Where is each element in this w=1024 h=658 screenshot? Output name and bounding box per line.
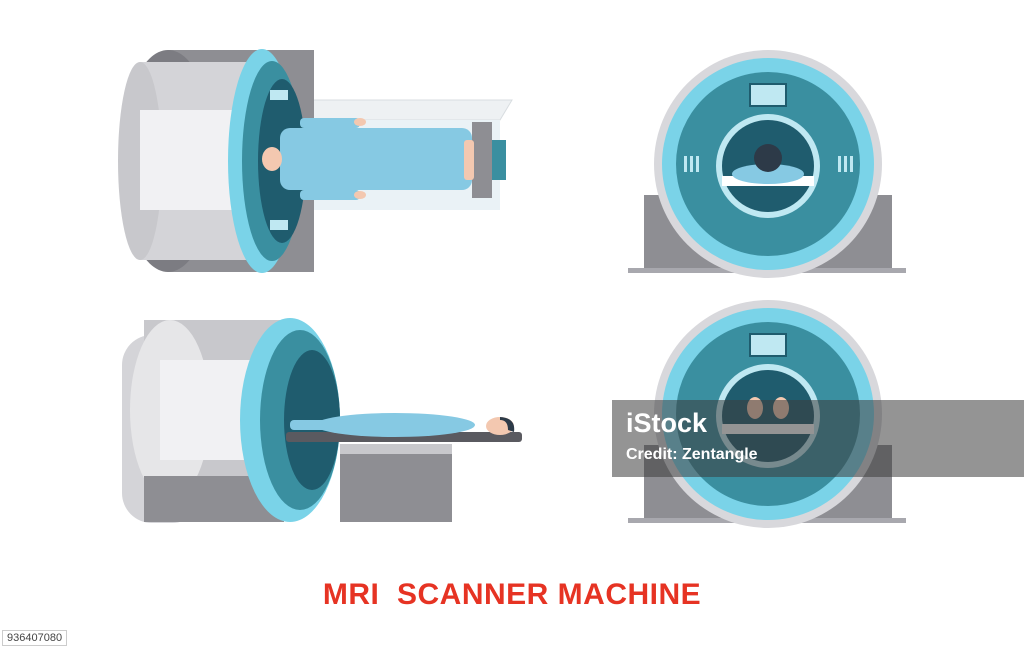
bed-top-surface: [299, 99, 513, 121]
watermark-credit: Credit: Zentangle: [626, 446, 758, 463]
patient-hand-lower: [354, 191, 366, 199]
patient-body: [280, 128, 472, 190]
caption-title: MRI SCANNER MACHINE: [322, 578, 702, 611]
patient-head: [754, 144, 782, 172]
patient-feet: [464, 140, 474, 180]
watermark: iStock Credit: Zentangle: [612, 400, 1024, 477]
mri-top-view: [118, 49, 513, 273]
patient-legs: [290, 420, 370, 430]
patient-hand-upper: [354, 118, 366, 126]
patient-bed: [286, 432, 522, 442]
patient-head: [262, 147, 282, 171]
vent-right: [838, 156, 853, 172]
patient-body: [315, 413, 475, 437]
bed-pedestal: [340, 444, 452, 522]
mri-side-view: [122, 318, 522, 523]
vent-left: [684, 156, 699, 172]
mri-front-view-head: [628, 50, 906, 278]
patient-shoulders: [732, 164, 804, 184]
vent-top: [270, 90, 288, 100]
patient-hair: [500, 417, 515, 432]
bed-end-rail: [492, 140, 506, 180]
display-panel: [749, 83, 787, 107]
stock-id: 936407080: [2, 630, 68, 646]
display-panel: [749, 333, 787, 357]
patient-arm-upper: [300, 118, 360, 128]
vent-bottom: [270, 220, 288, 230]
patient-arm-lower: [300, 190, 360, 200]
bed-end-post: [472, 122, 492, 198]
bed-pedestal-top: [340, 444, 452, 454]
watermark-brand: iStock: [626, 408, 708, 438]
